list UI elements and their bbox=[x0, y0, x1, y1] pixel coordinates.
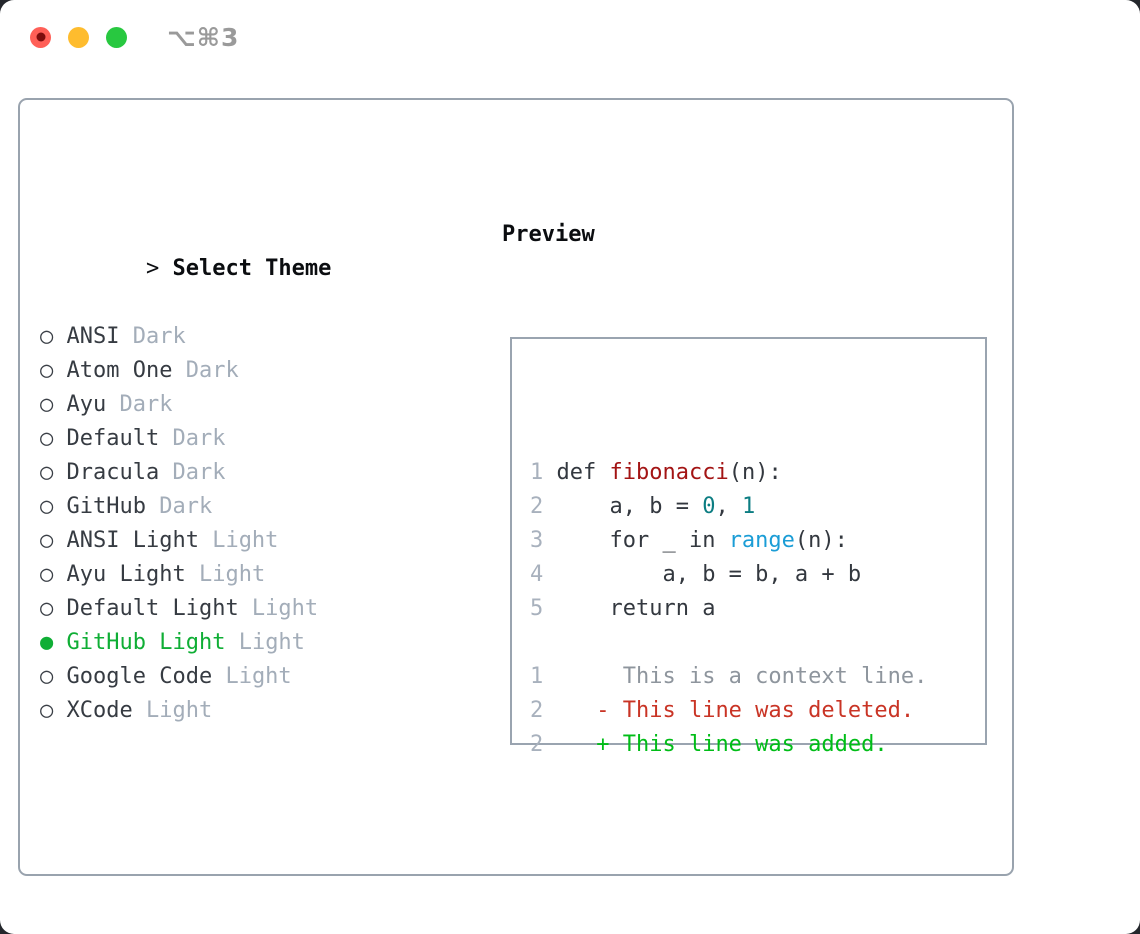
code-segment: (n): bbox=[794, 528, 848, 553]
prompt-icon: > bbox=[145, 256, 173, 281]
radio-unselected-icon: ○ bbox=[40, 494, 67, 519]
code-segment: fibonacci bbox=[609, 460, 729, 485]
line-number: 2 bbox=[530, 494, 557, 519]
theme-tag: Light bbox=[238, 596, 319, 621]
theme-picker-title: Select Theme bbox=[172, 256, 332, 281]
section-spacer bbox=[40, 796, 411, 830]
theme-tag: Light bbox=[198, 528, 279, 553]
line-number: 1 bbox=[530, 460, 557, 485]
window-titlebar: ⌥⌘3 bbox=[30, 23, 239, 52]
theme-name: Default Light bbox=[66, 596, 239, 621]
radio-unselected-icon: ○ bbox=[40, 460, 67, 485]
radio-unselected-icon: ○ bbox=[40, 324, 67, 349]
theme-name: ANSI Light bbox=[66, 528, 199, 553]
theme-name: Google Code bbox=[66, 664, 213, 689]
theme-tag: Light bbox=[225, 630, 305, 655]
theme-tag: Light bbox=[212, 664, 292, 689]
code-segment: for _ in bbox=[556, 528, 729, 553]
close-button[interactable] bbox=[30, 26, 51, 48]
preview-line: 2 - This line was deleted. bbox=[530, 694, 985, 728]
theme-tag: Dark bbox=[159, 426, 226, 451]
theme-tag: Dark bbox=[159, 460, 226, 485]
preview-line: 1 def fibonacci(n): bbox=[530, 456, 985, 490]
close-button-dot-icon bbox=[36, 32, 45, 42]
preview-line: 4 a, b = b, a + b bbox=[530, 558, 985, 592]
theme-name: GitHub Light bbox=[66, 630, 226, 655]
theme-name: ANSI bbox=[66, 324, 120, 349]
theme-item-ansi[interactable]: ○ ANSI Dark bbox=[40, 320, 411, 354]
line-number: 3 bbox=[530, 528, 557, 553]
code-segment: 0 bbox=[702, 494, 716, 519]
minimize-button[interactable] bbox=[68, 26, 89, 48]
radio-unselected-icon: ○ bbox=[40, 698, 67, 723]
theme-tag: Light bbox=[132, 698, 213, 723]
theme-name: Atom One bbox=[66, 358, 173, 383]
code-segment: - This line was deleted. bbox=[556, 698, 915, 723]
line-number: 2 bbox=[530, 732, 557, 757]
code-segment: a, b = b, a + b bbox=[556, 562, 862, 587]
radio-unselected-icon: ○ bbox=[40, 392, 67, 417]
theme-picker-panel: > Select Theme ○ ANSI Dark○ Atom One Dar… bbox=[18, 98, 1014, 876]
theme-name: GitHub bbox=[66, 494, 146, 519]
apply-to-header: Apply To bbox=[40, 898, 411, 932]
keyboard-shortcut-label: ⌥⌘3 bbox=[167, 22, 240, 52]
radio-unselected-icon: ○ bbox=[40, 596, 67, 621]
preview-line: 2 a, b = 0, 1 bbox=[530, 490, 985, 524]
theme-name: Ayu Light bbox=[66, 562, 186, 587]
radio-unselected-icon: ○ bbox=[40, 562, 67, 587]
radio-unselected-icon: ○ bbox=[40, 358, 67, 383]
theme-tag: Light bbox=[185, 562, 266, 587]
preview-line: 5 return a bbox=[530, 592, 985, 626]
theme-list: ○ ANSI Dark○ Atom One Dark○ Ayu Dark○ De… bbox=[40, 320, 411, 728]
theme-item-google-code[interactable]: ○ Google Code Light bbox=[40, 660, 411, 694]
theme-tag: Dark bbox=[172, 358, 239, 383]
code-segment: def bbox=[556, 460, 610, 485]
theme-item-ayu[interactable]: ○ Ayu Dark bbox=[40, 388, 411, 422]
radio-unselected-icon: ○ bbox=[40, 528, 67, 553]
preview-title: Preview bbox=[502, 222, 595, 247]
left-column: > Select Theme ○ ANSI Dark○ Atom One Dar… bbox=[40, 150, 411, 934]
code-segment: range bbox=[728, 528, 795, 553]
theme-item-default-light[interactable]: ○ Default Light Light bbox=[40, 592, 411, 626]
theme-tag: Dark bbox=[119, 324, 186, 349]
preview-line: 2 + This line was added. bbox=[530, 728, 985, 762]
preview-blank-line bbox=[530, 626, 985, 660]
line-number: 5 bbox=[530, 596, 557, 621]
preview-line: 3 for _ in range(n): bbox=[530, 524, 985, 558]
theme-item-github[interactable]: ○ GitHub Dark bbox=[40, 490, 411, 524]
line-number: 4 bbox=[530, 562, 557, 587]
code-segment: , bbox=[715, 494, 742, 519]
theme-item-ansi-light[interactable]: ○ ANSI Light Light bbox=[40, 524, 411, 558]
theme-item-dracula[interactable]: ○ Dracula Dark bbox=[40, 456, 411, 490]
radio-unselected-icon: ○ bbox=[40, 426, 67, 451]
theme-item-xcode[interactable]: ○ XCode Light bbox=[40, 694, 411, 728]
theme-name: Default bbox=[66, 426, 160, 451]
theme-tag: Dark bbox=[106, 392, 173, 417]
theme-name: XCode bbox=[66, 698, 133, 723]
code-segment: (n): bbox=[728, 460, 782, 485]
code-segment: a, b = bbox=[556, 494, 703, 519]
theme-name: Ayu bbox=[66, 392, 107, 417]
preview-line: 1 This is a context line. bbox=[530, 660, 985, 694]
code-segment: 1 bbox=[741, 494, 756, 519]
right-column: Preview 1 def fibonacci(n):2 a, b = 0, 1… bbox=[502, 150, 987, 813]
theme-picker-header: > Select Theme bbox=[40, 218, 411, 281]
code-segment: + This line was added. bbox=[556, 732, 888, 757]
theme-item-atom-one[interactable]: ○ Atom One Dark bbox=[40, 354, 411, 388]
theme-item-ayu-light[interactable]: ○ Ayu Light Light bbox=[40, 558, 411, 592]
theme-tag: Dark bbox=[145, 494, 213, 519]
code-segment: return a bbox=[556, 596, 716, 621]
theme-item-default[interactable]: ○ Default Dark bbox=[40, 422, 411, 456]
theme-item-github-light[interactable]: ● GitHub Light Light bbox=[40, 626, 411, 660]
line-number: 1 bbox=[530, 664, 557, 689]
line-number: 2 bbox=[530, 698, 557, 723]
code-segment: This is a context line. bbox=[556, 664, 928, 689]
zoom-button[interactable] bbox=[106, 26, 127, 48]
radio-unselected-icon: ○ bbox=[40, 664, 67, 689]
theme-name: Dracula bbox=[66, 460, 160, 485]
radio-selected-icon: ● bbox=[40, 630, 67, 655]
